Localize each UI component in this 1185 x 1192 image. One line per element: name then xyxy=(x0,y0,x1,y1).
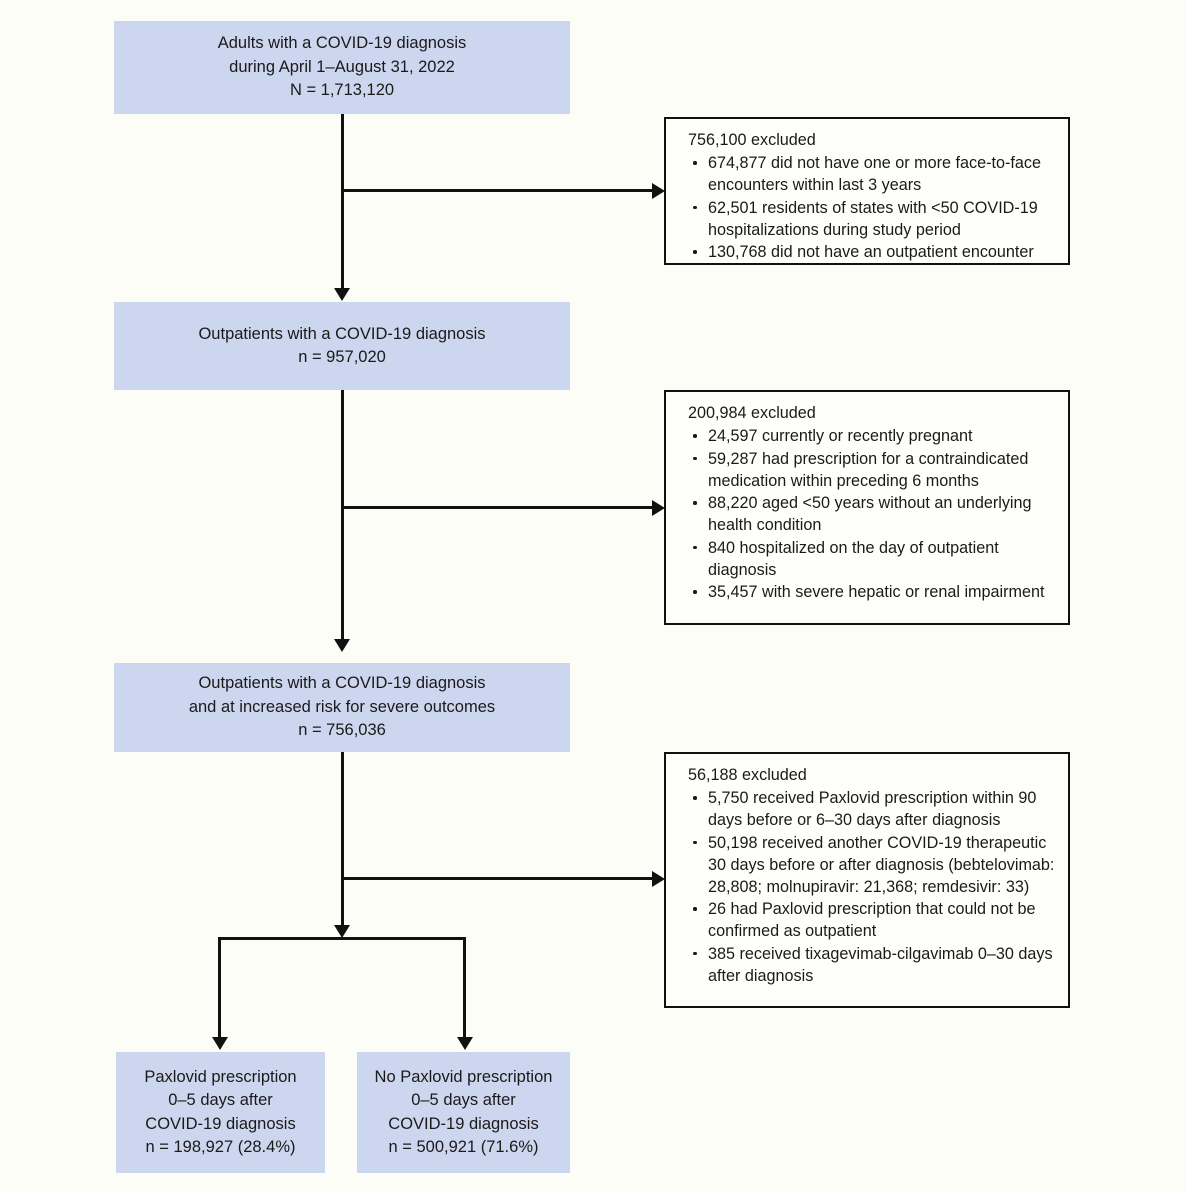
exclusion-3-list: 5,750 received Paxlovid prescription wit… xyxy=(688,787,1056,987)
cohort-box-outpatients-increased-risk: Outpatients with a COVID-19 diagnosis an… xyxy=(114,663,570,752)
cohort-line-1: Adults with a COVID-19 diagnosis xyxy=(217,34,467,53)
exclusion-box-2: 200,984 excluded 24,597 currently or rec… xyxy=(664,390,1070,625)
exclusion-1-item-2: 62,501 residents of states with <50 COVI… xyxy=(688,197,1056,241)
exclusion-2-item-3: 88,220 aged <50 years without an underly… xyxy=(688,492,1056,536)
connector-split-right xyxy=(463,937,466,1038)
outcome-line-3: COVID-19 diagnosis xyxy=(388,1114,539,1133)
outcome-line-2: 0–5 days after xyxy=(168,1091,273,1110)
outcome-line-1: Paxlovid prescription xyxy=(144,1067,297,1086)
cohort-line-3: n = 756,036 xyxy=(298,721,386,740)
cohort-line-1: Outpatients with a COVID-19 diagnosis xyxy=(198,674,486,693)
connector-branch-1 xyxy=(342,189,654,192)
cohort-line-2: n = 957,020 xyxy=(298,348,386,366)
exclusion-3-item-2: 50,198 received another COVID-19 therape… xyxy=(688,832,1056,898)
outcome-line-1: No Paxlovid prescription xyxy=(374,1067,553,1086)
outcome-line-3: COVID-19 diagnosis xyxy=(145,1114,296,1133)
cohort-box-outpatients-covid-diagnosis: Outpatients with a COVID-19 diagnosis n … xyxy=(114,302,570,390)
exclusion-1-list: 674,877 did not have one or more face-to… xyxy=(688,152,1056,263)
exclusion-2-list: 24,597 currently or recently pregnant 59… xyxy=(688,425,1056,603)
exclusion-2-item-5: 35,457 with severe hepatic or renal impa… xyxy=(688,581,1056,603)
arrowhead-to-exclusion-1 xyxy=(652,182,665,199)
cohort-line-2: and at increased risk for severe outcome… xyxy=(188,697,496,716)
arrowhead-to-exclusion-2 xyxy=(652,499,665,516)
cohort-line-1: Outpatients with a COVID-19 diagnosis xyxy=(198,324,486,343)
arrowhead-to-cohort-3 xyxy=(334,639,350,652)
connector-branch-2 xyxy=(342,506,654,509)
exclusion-2-item-1: 24,597 currently or recently pregnant xyxy=(688,425,1056,447)
exclusion-1-heading: 756,100 excluded xyxy=(688,131,816,149)
exclusion-box-3: 56,188 excluded 5,750 received Paxlovid … xyxy=(664,752,1070,1008)
exclusion-2-item-2: 59,287 had prescription for a contraindi… xyxy=(688,448,1056,492)
outcome-line-4: n = 198,927 (28.4%) xyxy=(145,1137,296,1156)
cohort-line-3: N = 1,713,120 xyxy=(289,81,395,100)
outcome-box-no-paxlovid-prescription: No Paxlovid prescription 0–5 days after … xyxy=(357,1052,570,1173)
outcome-box-paxlovid-prescription: Paxlovid prescription 0–5 days after COV… xyxy=(116,1052,325,1173)
outcome-line-2: 0–5 days after xyxy=(411,1091,516,1110)
exclusion-3-item-3: 26 had Paxlovid prescription that could … xyxy=(688,898,1056,942)
connector-split-horizontal xyxy=(218,937,466,940)
connector-branch-3 xyxy=(342,877,654,880)
cohort-box-adults-covid-diagnosis: Adults with a COVID-19 diagnosis during … xyxy=(114,21,570,114)
exclusion-3-item-1: 5,750 received Paxlovid prescription wit… xyxy=(688,787,1056,831)
cohort-line-2: during April 1–August 31, 2022 xyxy=(229,57,455,76)
arrowhead-to-split xyxy=(334,925,350,938)
exclusion-3-heading: 56,188 excluded xyxy=(688,766,807,784)
exclusion-2-item-4: 840 hospitalized on the day of outpatien… xyxy=(688,537,1056,581)
arrowhead-to-no-paxlovid-box xyxy=(456,1037,473,1050)
exclusion-box-1: 756,100 excluded 674,877 did not have on… xyxy=(664,117,1070,265)
exclusion-3-item-4: 385 received tixagevimab-cilgavimab 0–30… xyxy=(688,943,1056,987)
arrowhead-to-exclusion-3 xyxy=(652,870,665,887)
connector-trunk-1 xyxy=(340,114,344,289)
connector-trunk-3 xyxy=(340,752,344,926)
exclusion-1-item-1: 674,877 did not have one or more face-to… xyxy=(688,152,1056,196)
connector-trunk-2 xyxy=(340,390,344,640)
exclusion-1-item-3: 130,768 did not have an outpatient encou… xyxy=(688,241,1056,263)
connector-split-left xyxy=(218,937,221,1038)
exclusion-2-heading: 200,984 excluded xyxy=(688,404,816,422)
outcome-line-4: n = 500,921 (71.6%) xyxy=(388,1137,539,1156)
arrowhead-to-cohort-2 xyxy=(334,288,350,301)
arrowhead-to-paxlovid-box xyxy=(211,1037,228,1050)
